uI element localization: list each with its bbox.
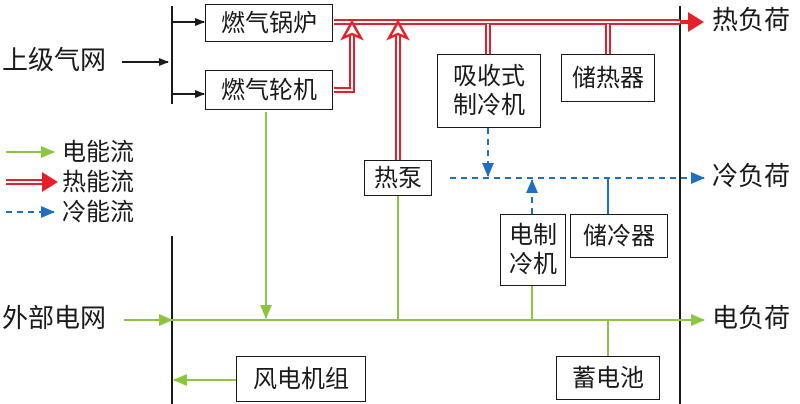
electric-load-label: 电负荷 xyxy=(712,304,791,334)
absorption-chiller-box: 吸收式 制冷机 xyxy=(437,54,541,128)
heat-load-arrowhead xyxy=(688,12,704,32)
battery-label: 蓄电池 xyxy=(572,363,644,392)
heat-storage-box: 储热器 xyxy=(561,54,655,102)
cold-load-label: 冷负荷 xyxy=(712,162,791,192)
battery-box: 蓄电池 xyxy=(556,356,660,400)
heat-storage-label: 储热器 xyxy=(572,63,644,92)
upstream-gas-grid-label: 上级气网 xyxy=(2,46,107,76)
electric-chiller-label-line2: 冷机 xyxy=(509,250,557,278)
electric-chiller-box: 电制 冷机 xyxy=(500,214,566,286)
absorption-chiller-label-line2: 制冷机 xyxy=(453,91,525,119)
heat-pump-box: 热泵 xyxy=(364,160,432,196)
heat-pump-label: 热泵 xyxy=(374,163,422,192)
heatpump-heat-arrowhead xyxy=(386,19,410,41)
absorption-chiller-label-line1: 吸收式 xyxy=(453,62,525,91)
turbine-heat-arrowhead xyxy=(340,19,364,41)
gas-turbine-box: 燃气轮机 xyxy=(205,70,333,110)
external-power-grid-label: 外部电网 xyxy=(2,304,107,334)
wind-turbine-box: 风电机组 xyxy=(236,356,366,402)
legend-heat-arrowhead xyxy=(42,172,58,192)
legend-heat-label: 热能流 xyxy=(62,168,134,196)
legend-electric-label: 电能流 xyxy=(62,138,134,166)
electric-chiller-label-line1: 电制 xyxy=(509,221,557,250)
cold-storage-box: 储冷器 xyxy=(570,214,668,258)
heat-pipes xyxy=(334,19,688,160)
heat-load-label: 热负荷 xyxy=(712,6,791,36)
gas-turbine-label: 燃气轮机 xyxy=(221,75,317,104)
gas-boiler-box: 燃气锅炉 xyxy=(205,4,333,42)
legend-cold-label: 冷能流 xyxy=(62,198,134,226)
gas-boiler-label: 燃气锅炉 xyxy=(221,8,317,37)
wind-turbine-label: 风电机组 xyxy=(253,364,349,393)
cold-storage-label: 储冷器 xyxy=(583,221,655,250)
